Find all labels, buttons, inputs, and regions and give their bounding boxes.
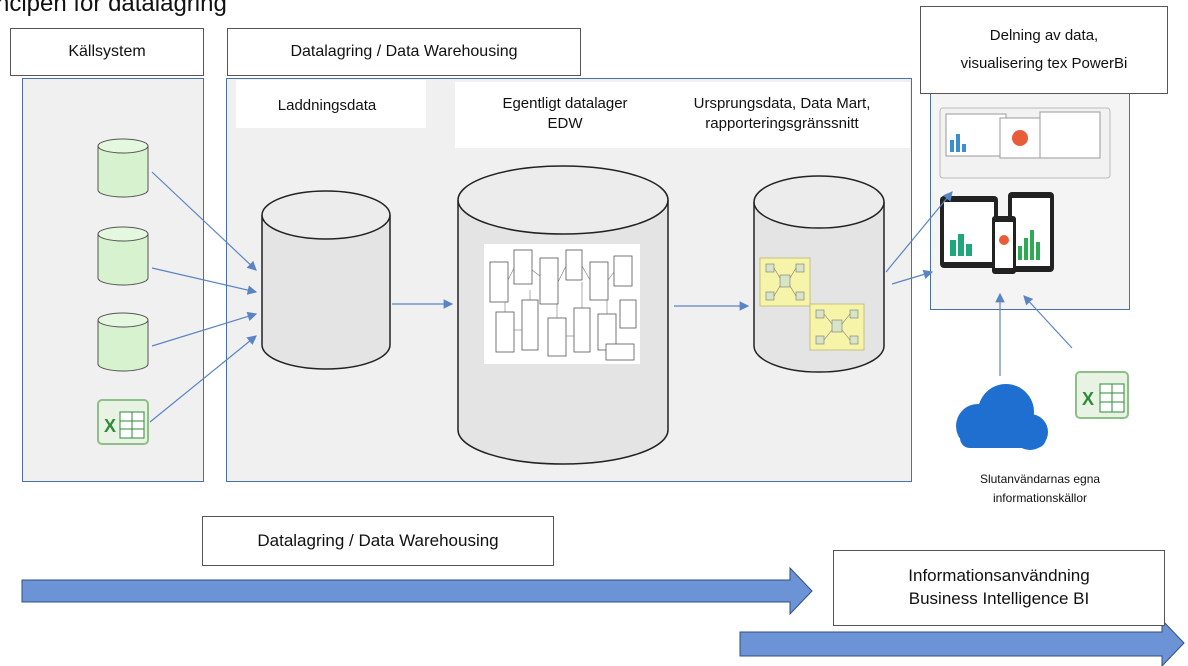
database-icon bbox=[97, 226, 149, 286]
warehousing-header: Datalagring / Data Warehousing bbox=[227, 28, 581, 76]
svg-text:X: X bbox=[104, 416, 116, 436]
edw-label: Egentligt datalager EDW bbox=[470, 94, 660, 133]
mart-label: Ursprungsdata, Data Mart, rapporteringsg… bbox=[672, 94, 892, 133]
end-user-sources-label: Slutanvändarnas egna informationskällor bbox=[952, 470, 1128, 508]
bi-line-1: Informationsanvändning bbox=[908, 566, 1090, 586]
staging-label-bg bbox=[236, 80, 426, 128]
cloud-icon bbox=[956, 384, 1048, 450]
star-schema-image bbox=[759, 257, 865, 351]
bi-arrow-label: Informationsanvändning Business Intellig… bbox=[833, 550, 1165, 626]
page-title: ncipen för datalagring bbox=[0, 0, 227, 17]
connector-arrows bbox=[149, 171, 1073, 423]
staging-database bbox=[261, 190, 391, 370]
data-mart-database bbox=[753, 175, 885, 373]
sharing-line-1: Delning av data, bbox=[989, 26, 1099, 44]
database-icon bbox=[97, 312, 149, 372]
database-icon bbox=[97, 138, 149, 198]
edw-label-line-1: Egentligt datalager bbox=[502, 95, 628, 112]
bi-line-2: Business Intelligence BI bbox=[908, 589, 1090, 608]
mart-label-line-1: Ursprungsdata, Data Mart, bbox=[693, 95, 871, 112]
source-systems-label: Källsystem bbox=[68, 43, 146, 60]
warehousing-label: Datalagring / Data Warehousing bbox=[290, 43, 518, 60]
bi-flow-arrow bbox=[739, 618, 1185, 666]
excel-icon: X bbox=[97, 399, 149, 445]
edw-label-line-2: EDW bbox=[547, 114, 583, 132]
edw-label-bg bbox=[455, 82, 910, 148]
end-user-sources-line-1: Slutanvändarnas egna bbox=[979, 472, 1101, 486]
device-screens-icon bbox=[939, 107, 1111, 274]
er-diagram-image bbox=[484, 244, 640, 364]
warehousing-flow-arrow bbox=[21, 566, 813, 616]
svg-text:X: X bbox=[1082, 389, 1094, 409]
sharing-line-2: visualisering tex PowerBi bbox=[960, 55, 1128, 72]
warehousing-arrow-label: Datalagring / Data Warehousing bbox=[202, 516, 554, 566]
excel-icon: X bbox=[1075, 371, 1129, 419]
source-systems-header: Källsystem bbox=[10, 28, 204, 76]
edw-database bbox=[457, 165, 669, 465]
warehousing-arrow-text: Datalagring / Data Warehousing bbox=[257, 531, 499, 550]
end-user-sources-line-2: informationskällor bbox=[992, 491, 1088, 506]
sharing-header: Delning av data, visualisering tex Power… bbox=[920, 6, 1168, 94]
mart-label-line-2: rapporteringsgränssnitt bbox=[705, 114, 859, 132]
staging-label: Laddningsdata bbox=[277, 97, 377, 114]
